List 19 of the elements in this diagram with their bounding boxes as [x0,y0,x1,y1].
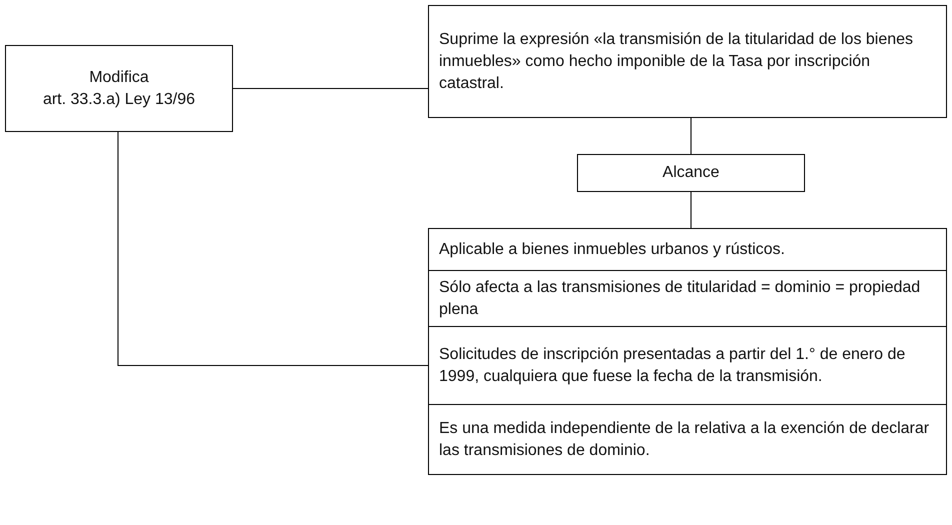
box-text: Alcance [662,163,720,183]
text-box [428,404,947,475]
connector-line [690,118,692,154]
text-box [428,5,947,118]
box-text: art. 33.3.a) Ley 13/96 [42,90,196,110]
text-box [428,228,947,271]
box-text: Aplicable a bienes inmuebles urbanos y rústicos. [439,240,786,260]
connector-line [118,132,428,366]
text-box [577,154,805,192]
connector-line [690,192,692,228]
text-box [428,270,947,327]
box-text: Suprime la expresión «la transmisión de la titularidad de los bienes inmuebles» como hecho imponible de la Tasa por inscripción catastral. [439,30,914,94]
box-text: Solicitudes de inscripción presentadas a partir del 1.° de enero de 1999, cualquiera que fuese la fecha de la transmisión. [439,344,906,386]
box-text: Modifica [89,68,149,88]
text-box [5,45,233,132]
box-text: Es una medida independiente de la relativa a la exención de declarar las transmisiones de dominio. [439,418,930,460]
connector-line [232,88,428,89]
box-text: Sólo afecta a las transmisiones de titularidad = dominio = propiedad plena [439,278,922,320]
text-box [428,326,947,405]
